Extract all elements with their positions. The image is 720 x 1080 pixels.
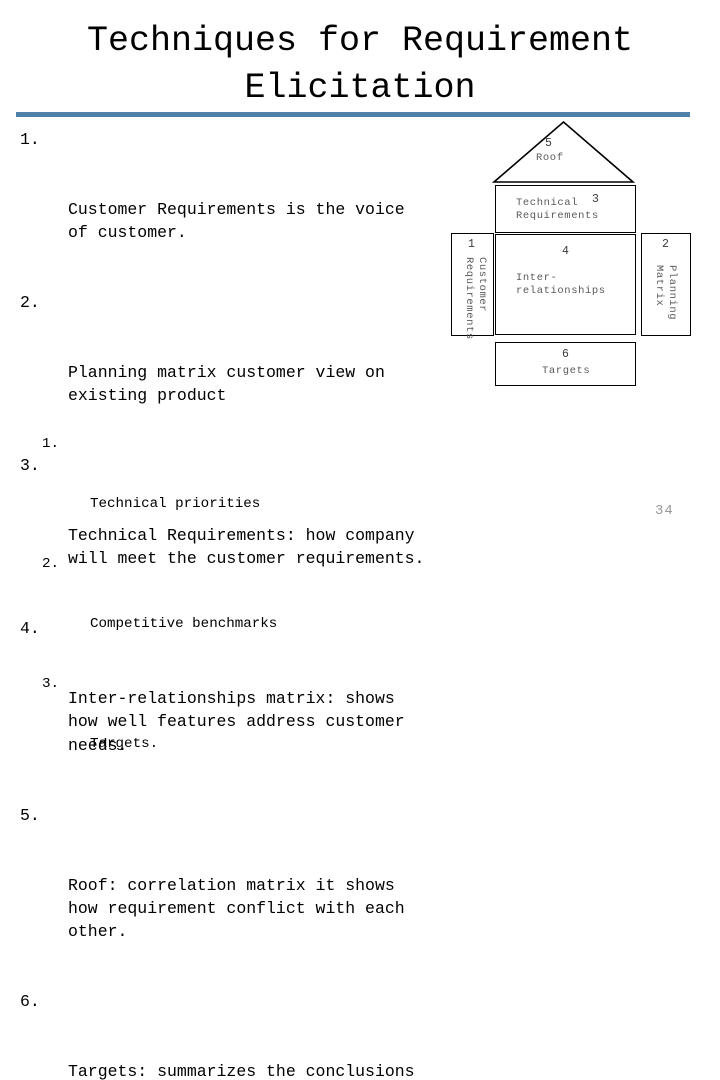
list-item-text: Customer Requirements is the voice of cu… bbox=[68, 199, 405, 243]
roof-number: 5 bbox=[545, 137, 552, 150]
sub-list-item-number: 2. bbox=[42, 556, 60, 572]
interrelationships-label: Inter- relationships bbox=[516, 272, 606, 297]
sub-list-item-number: 3. bbox=[42, 676, 60, 692]
sub-list-item-number: 1. bbox=[42, 436, 60, 452]
sub-list: 1. Technical priorities 2. Competitive b… bbox=[0, 434, 430, 794]
sub-list-item: 2. Competitive benchmarks bbox=[0, 554, 430, 674]
roof-triangle-shape bbox=[492, 120, 635, 184]
technical-requirements-box bbox=[495, 185, 636, 233]
interrelationships-number: 4 bbox=[562, 245, 569, 258]
page-title: Techniques for Requirement Elicitation bbox=[86, 21, 634, 108]
sub-list-item-text: Targets. bbox=[90, 736, 159, 752]
customer-requirements-box bbox=[451, 233, 494, 336]
list-item-text: Roof: correlation matrix it shows how re… bbox=[68, 875, 405, 942]
sub-list-item: 3. Targets. bbox=[0, 674, 430, 794]
list-item: 1. Customer Requirements is the voice of… bbox=[0, 128, 470, 291]
list-item-number: 2. bbox=[20, 293, 40, 313]
targets-box bbox=[495, 342, 636, 386]
list-item: 2. Planning matrix customer view on exis… bbox=[0, 291, 470, 454]
title-divider bbox=[16, 112, 690, 117]
list-item-text: Targets: summarizes the conclusions of p… bbox=[68, 1061, 415, 1080]
technical-requirements-label: Technical Requirements bbox=[516, 197, 599, 222]
list-item-text: Planning matrix customer view on existin… bbox=[68, 362, 385, 406]
list-item: 5. Roof: correlation matrix it shows how… bbox=[0, 804, 470, 990]
interrelationships-box bbox=[495, 234, 636, 335]
page-number: 34 bbox=[655, 503, 674, 519]
planning-matrix-number: 2 bbox=[662, 238, 669, 251]
technical-requirements-number: 3 bbox=[592, 193, 599, 206]
list-item-number: 6. bbox=[20, 991, 40, 1011]
list-item-number: 5. bbox=[20, 805, 40, 825]
house-of-quality-diagram: 5 Roof 3 Technical Requirements 1 Custom… bbox=[440, 115, 710, 400]
sub-list-item-text: Competitive benchmarks bbox=[90, 616, 278, 632]
planning-matrix-box bbox=[641, 233, 691, 336]
list-item: 6. Targets: summarizes the conclusions o… bbox=[0, 990, 470, 1080]
planning-matrix-label: Planning Matrix bbox=[653, 265, 678, 321]
customer-requirements-label: Customer Requirements bbox=[463, 257, 488, 340]
list-item-number: 1. bbox=[20, 130, 40, 149]
sub-list-item-text: Technical priorities bbox=[90, 496, 261, 512]
roof-label: Roof bbox=[536, 152, 564, 164]
targets-label: Targets bbox=[542, 365, 591, 377]
list-item-number: 3. bbox=[20, 456, 40, 476]
sub-list-item: 1. Technical priorities bbox=[0, 434, 430, 554]
targets-number: 6 bbox=[562, 348, 569, 361]
customer-requirements-number: 1 bbox=[468, 238, 475, 251]
